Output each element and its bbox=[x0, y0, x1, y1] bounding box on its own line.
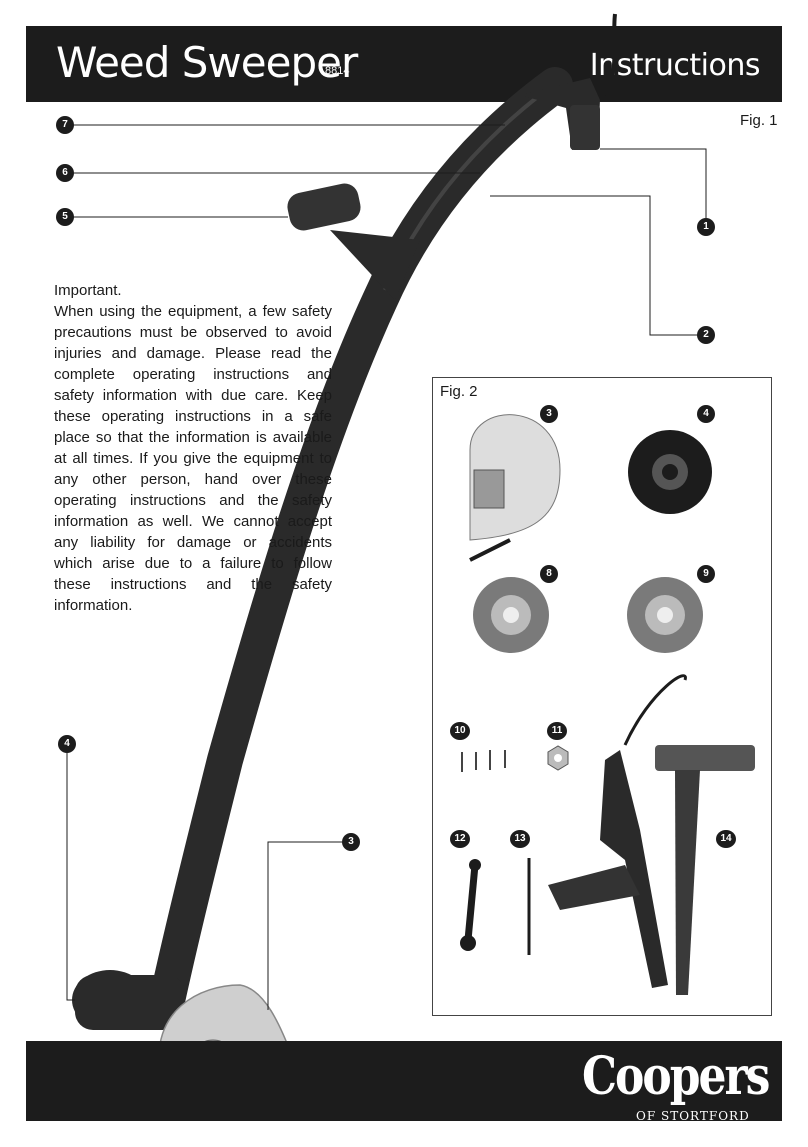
part-label-11: 11 bbox=[547, 722, 567, 740]
brand-tagline: OF STORTFORD bbox=[636, 1109, 750, 1123]
part-spanner bbox=[460, 859, 481, 951]
callout-2: 2 bbox=[697, 326, 715, 344]
safety-notice: Important. When using the equipment, a f… bbox=[54, 280, 332, 616]
part-wire-brush-a bbox=[473, 577, 549, 653]
header-bar bbox=[26, 26, 782, 102]
part-label-10: 10 bbox=[450, 722, 470, 740]
part-label-12: 12 bbox=[450, 830, 470, 848]
part-label-13: 13 bbox=[510, 830, 530, 848]
callout-1: 1 bbox=[697, 218, 715, 236]
model-number: 8814 bbox=[325, 65, 350, 77]
footer-bar bbox=[26, 1041, 782, 1121]
callout-6: 6 bbox=[56, 164, 74, 182]
section-label: Instructions bbox=[589, 48, 761, 83]
figure-2-panel bbox=[432, 377, 772, 1016]
callout-4: 4 bbox=[58, 735, 76, 753]
part-brush-hub bbox=[628, 430, 712, 514]
part-screws bbox=[461, 750, 506, 772]
part-label-8: 8 bbox=[540, 565, 558, 583]
part-handle-assembly bbox=[548, 674, 755, 995]
figure-1-label: Fig. 1 bbox=[740, 112, 778, 129]
figure-2-label: Fig. 2 bbox=[440, 383, 478, 400]
part-wire-brush-b bbox=[627, 577, 703, 653]
page-title: Weed Sweeper bbox=[56, 38, 358, 87]
part-label-14: 14 bbox=[716, 830, 736, 848]
brand-logo: Coopers bbox=[582, 1046, 770, 1108]
part-guard bbox=[469, 414, 561, 562]
part-nut bbox=[547, 745, 569, 771]
part-label-3: 3 bbox=[540, 405, 558, 423]
notice-heading: Important. bbox=[54, 282, 122, 299]
part-label-9: 9 bbox=[697, 565, 715, 583]
callout-7: 7 bbox=[56, 116, 74, 134]
callout-3: 3 bbox=[342, 833, 360, 851]
notice-body: When using the equipment, a few safety p… bbox=[54, 303, 332, 614]
callout-5: 5 bbox=[56, 208, 74, 226]
part-label-4: 4 bbox=[697, 405, 715, 423]
